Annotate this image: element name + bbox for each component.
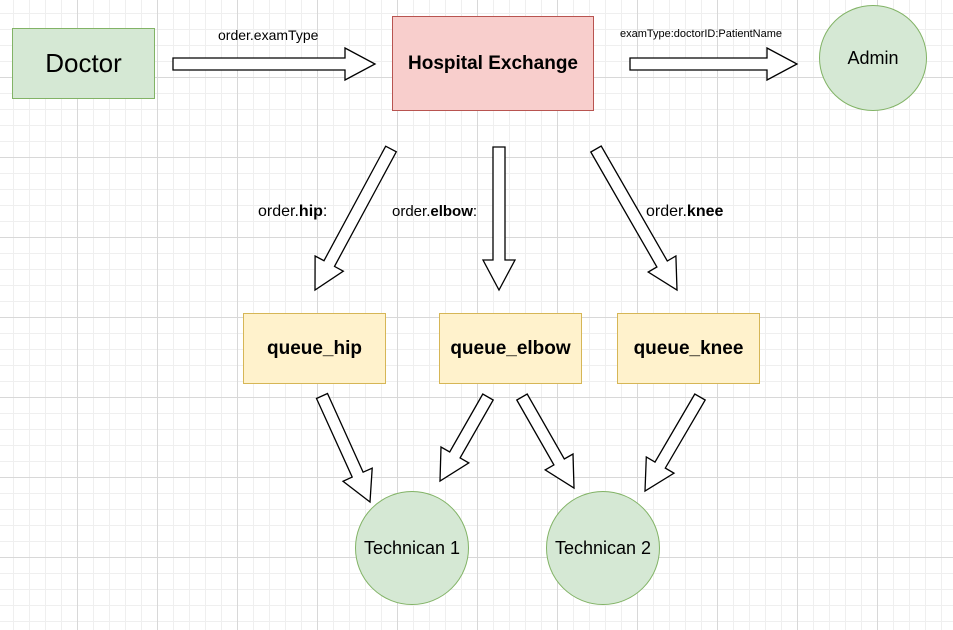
elbow-edge-suffix: : — [472, 203, 478, 220]
exchange-to-queue-knee-arrow[interactable] — [589, 145, 678, 292]
admin-node[interactable]: Admin — [819, 5, 927, 111]
queue-hip-to-technician-1-arrow[interactable] — [315, 392, 373, 504]
hip-edge-key: hip — [298, 203, 323, 220]
exchange-to-queue-hip-arrow[interactable] — [314, 145, 398, 292]
knee-edge-key: knee — [686, 203, 724, 220]
hip-edge-label: order.hip: — [258, 203, 327, 221]
hip-edge-prefix: order. — [258, 203, 299, 220]
queue-knee-node[interactable]: queue_knee — [617, 313, 760, 384]
technician-2-node[interactable]: Technican 2 — [546, 491, 660, 605]
exchange-admin-routing-key: examType:doctorID:PatientName — [620, 28, 783, 40]
elbow-edge-prefix: order. — [392, 203, 431, 220]
queue-knee-to-technician-2-arrow[interactable] — [644, 393, 707, 493]
doctor-exchange-routing-key: order.examType — [218, 27, 319, 43]
queue-knee-label: queue_knee — [633, 337, 744, 359]
exchange-to-queue-elbow-arrow[interactable] — [481, 146, 517, 292]
knee-edge-label: order.knee — [646, 203, 723, 221]
knee-edge-prefix: order. — [646, 203, 687, 220]
technician-1-label: Technican 1 — [363, 537, 461, 558]
queue-elbow-to-technician-1-arrow[interactable] — [439, 393, 495, 483]
queue-hip-node[interactable]: queue_hip — [243, 313, 386, 384]
queue-elbow-to-technician-2-arrow[interactable] — [515, 393, 575, 490]
queue-hip-label: queue_hip — [266, 337, 362, 359]
doctor-to-exchange-arrow[interactable] — [172, 46, 377, 82]
queue-elbow-node[interactable]: queue_elbow — [439, 313, 582, 384]
hip-edge-suffix: : — [322, 203, 328, 220]
exchange-admin-edge-label: examType:doctorID:PatientName — [620, 27, 782, 41]
queue-elbow-label: queue_elbow — [450, 337, 571, 359]
technician-2-label: Technican 2 — [554, 537, 652, 558]
hospital-exchange-node[interactable]: Hospital Exchange — [392, 16, 594, 111]
elbow-edge-label: order.elbow: — [392, 203, 477, 221]
hospital-exchange-label: Hospital Exchange — [408, 52, 578, 74]
doctor-label: Doctor — [45, 48, 122, 78]
exchange-to-admin-arrow[interactable] — [629, 46, 799, 82]
elbow-edge-key: elbow — [430, 203, 473, 220]
doctor-exchange-edge-label: order.examType — [218, 26, 318, 44]
admin-label: Admin — [847, 47, 899, 68]
doctor-node[interactable]: Doctor — [12, 28, 155, 99]
technician-1-node[interactable]: Technican 1 — [355, 491, 469, 605]
